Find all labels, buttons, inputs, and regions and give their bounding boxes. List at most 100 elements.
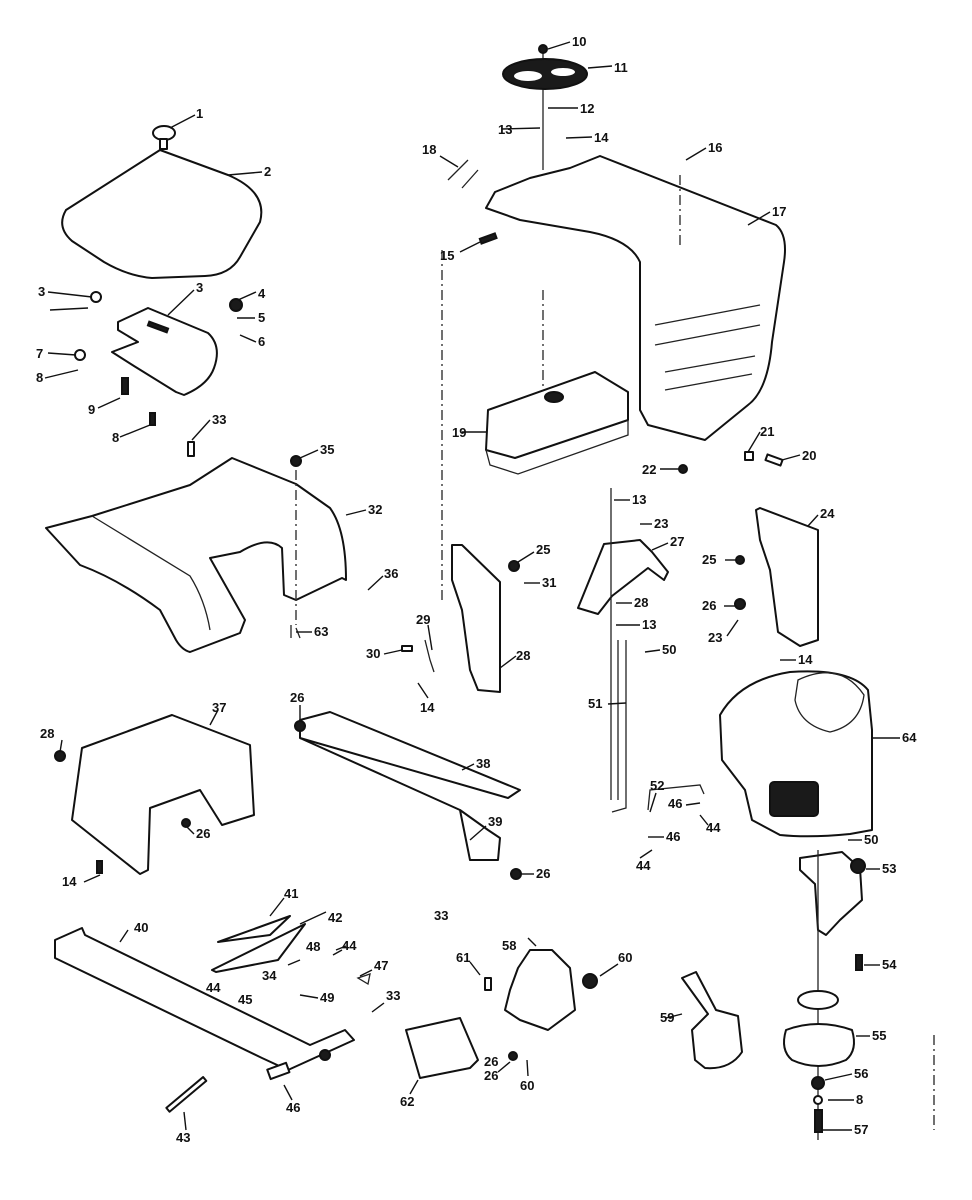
callout: 3 bbox=[196, 280, 203, 295]
engine-block bbox=[719, 670, 873, 838]
bolt-14d bbox=[96, 860, 103, 874]
seat-washer-7 bbox=[74, 349, 86, 361]
callout: 1 bbox=[196, 106, 203, 121]
callout: 15 bbox=[440, 248, 454, 263]
callout: 29 bbox=[416, 612, 430, 627]
callout: 19 bbox=[452, 425, 466, 440]
clip-21 bbox=[744, 451, 754, 461]
callout: 34 bbox=[262, 968, 277, 983]
callout: 46 bbox=[668, 796, 682, 811]
seat-bolt-9 bbox=[121, 377, 129, 395]
callout: 53 bbox=[882, 861, 896, 876]
pin-30 bbox=[401, 645, 413, 652]
callout: 22 bbox=[642, 462, 656, 477]
callout: 35 bbox=[320, 442, 334, 457]
hood-bolt-15 bbox=[478, 232, 498, 245]
callout: 25 bbox=[536, 542, 550, 557]
callout: 37 bbox=[212, 700, 226, 715]
dash-support-assembly bbox=[401, 488, 819, 800]
callout: 18 bbox=[422, 142, 436, 157]
frame-cover-37 bbox=[71, 714, 255, 875]
bolt-54 bbox=[855, 954, 863, 971]
nut-60a bbox=[582, 973, 598, 989]
callout: 14 bbox=[420, 700, 435, 715]
callout: 39 bbox=[488, 814, 502, 829]
engine-assembly bbox=[611, 640, 935, 1140]
callout: 33 bbox=[386, 988, 400, 1003]
callout: 26 bbox=[536, 866, 550, 881]
seat-knob-stem bbox=[159, 138, 168, 150]
callout: 17 bbox=[772, 204, 786, 219]
callout: 8 bbox=[112, 430, 119, 445]
steering-nut bbox=[538, 44, 548, 54]
nut-22 bbox=[678, 464, 688, 474]
dash-panel-28 bbox=[451, 544, 501, 693]
engine-mount-bracket bbox=[799, 851, 863, 936]
washer-56 bbox=[811, 1076, 825, 1090]
callout: 41 bbox=[284, 886, 298, 901]
seat-bolt-8 bbox=[149, 412, 156, 426]
rear-fender bbox=[45, 457, 347, 653]
callout: 58 bbox=[502, 938, 516, 953]
callout: 8 bbox=[856, 1092, 863, 1107]
seat-assembly bbox=[61, 125, 263, 426]
callout: 48 bbox=[306, 939, 320, 954]
callout: 32 bbox=[368, 502, 382, 517]
callout: 4 bbox=[258, 286, 266, 301]
callout: 54 bbox=[882, 957, 897, 972]
rod-43 bbox=[165, 1076, 208, 1113]
callout: 52 bbox=[650, 778, 664, 793]
pedal-plate-41 bbox=[217, 915, 291, 943]
frame-covers bbox=[54, 711, 522, 880]
callout: 59 bbox=[660, 1010, 674, 1025]
fender-bolt-33 bbox=[187, 441, 195, 457]
seat-pan bbox=[61, 149, 263, 279]
pulley-top bbox=[797, 990, 839, 1010]
callout: 11 bbox=[614, 60, 628, 75]
bag-chute-59 bbox=[681, 971, 743, 1070]
seat-bolt-3 bbox=[90, 291, 102, 303]
fuel-tank bbox=[485, 371, 629, 459]
callout: 28 bbox=[634, 595, 648, 610]
nut-26d bbox=[510, 868, 522, 880]
callout: 26 bbox=[484, 1054, 498, 1069]
frame-rail-40 bbox=[54, 927, 355, 1071]
steering-hood-assembly bbox=[441, 44, 786, 600]
washer-8 bbox=[813, 1095, 823, 1105]
nut-28c bbox=[54, 750, 66, 762]
callout: 60 bbox=[618, 950, 632, 965]
callout: 30 bbox=[366, 646, 380, 661]
callout: 45 bbox=[238, 992, 252, 1007]
callout: 2 bbox=[264, 164, 271, 179]
cover-39 bbox=[299, 737, 501, 861]
callout: 27 bbox=[670, 534, 684, 549]
fuel-tank-assembly bbox=[485, 371, 784, 475]
pedal-pad-42 bbox=[211, 923, 306, 973]
spring-29 bbox=[424, 639, 435, 673]
throttle-link-52 bbox=[647, 784, 705, 811]
engine-muffler bbox=[769, 781, 819, 817]
fender-clip-63 bbox=[290, 625, 301, 639]
leader-lines bbox=[44, 41, 900, 1131]
callout: 33 bbox=[434, 908, 448, 923]
link-49 bbox=[266, 1061, 291, 1081]
nut-26f bbox=[508, 1051, 518, 1061]
callout: 13 bbox=[632, 492, 646, 507]
bolt-61 bbox=[484, 977, 492, 991]
callout: 23 bbox=[708, 630, 722, 645]
callout: 33 bbox=[212, 412, 226, 427]
bolt-20 bbox=[764, 453, 784, 467]
callout: 12 bbox=[580, 101, 594, 116]
seat-knob-4 bbox=[229, 298, 243, 312]
plate-62 bbox=[405, 1017, 479, 1079]
callout: 50 bbox=[662, 642, 676, 657]
callout: 24 bbox=[820, 506, 835, 521]
bracket-27 bbox=[577, 539, 669, 615]
callout: 14 bbox=[62, 874, 77, 889]
callout: 6 bbox=[258, 334, 265, 349]
callout: 62 bbox=[400, 1094, 414, 1109]
dash-panel-24 bbox=[755, 507, 819, 647]
callout: 21 bbox=[760, 424, 774, 439]
callout: 26 bbox=[290, 690, 304, 705]
nut-25b bbox=[735, 555, 745, 565]
